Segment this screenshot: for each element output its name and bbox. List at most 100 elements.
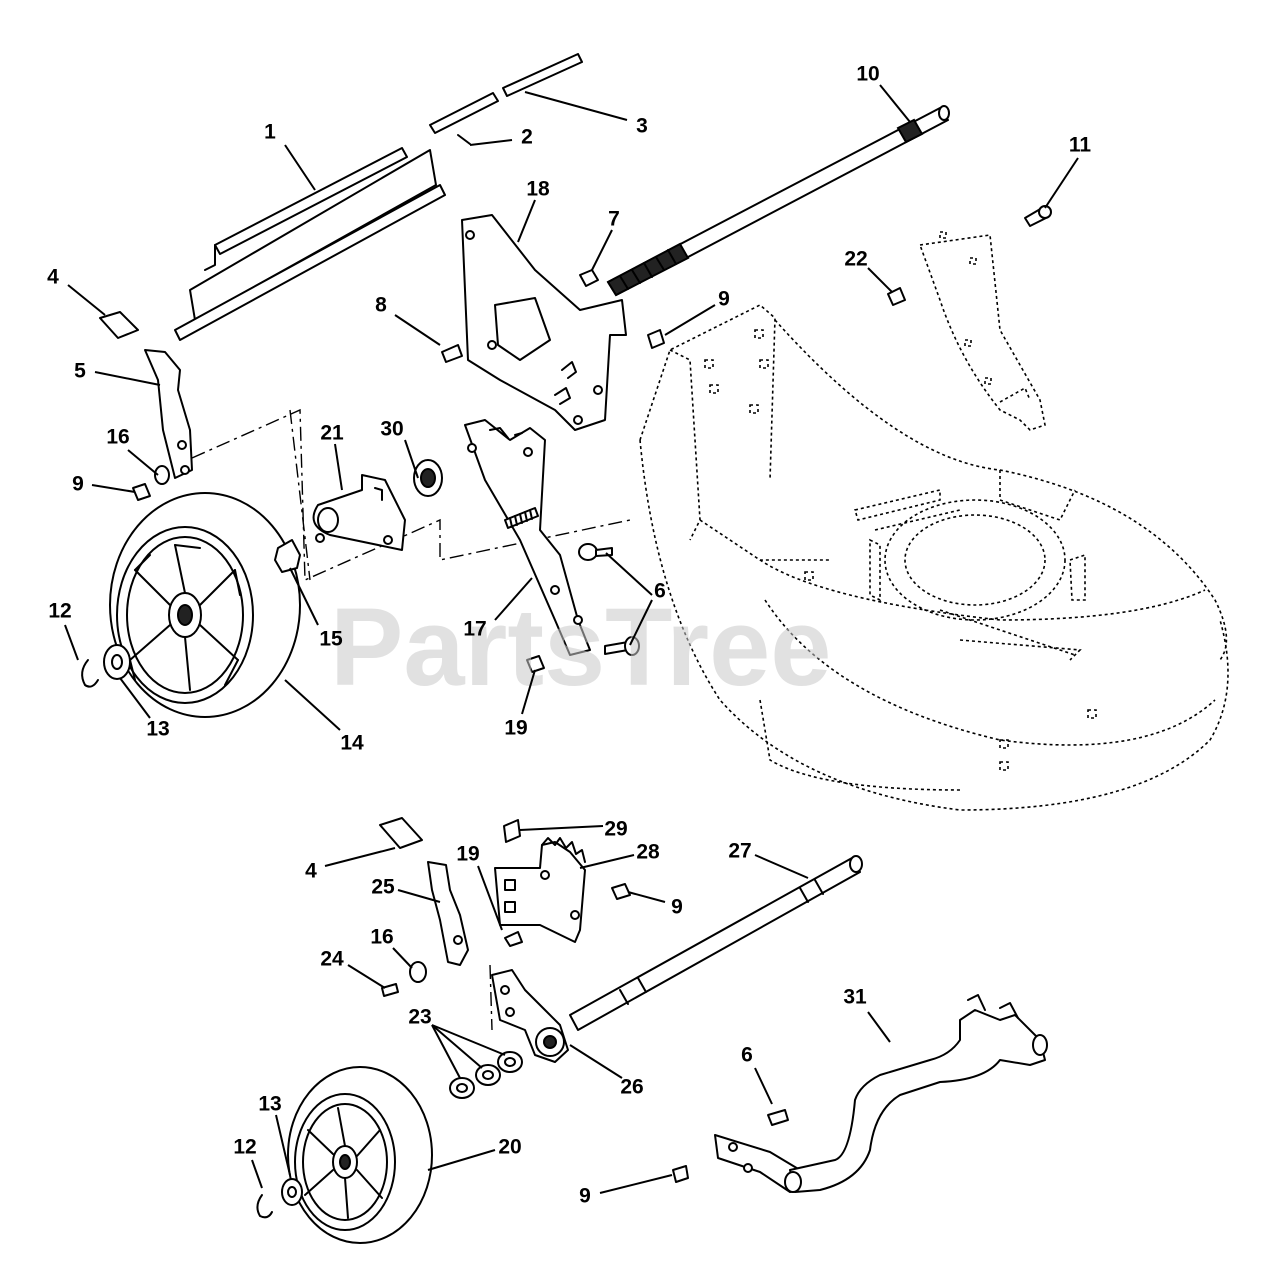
bolt-8 (441, 344, 463, 363)
leader-line (599, 1174, 673, 1194)
leader-line (67, 284, 106, 316)
callout-number: 4 (47, 266, 59, 289)
washer-16 (154, 465, 170, 485)
callout-number: 3 (636, 115, 648, 138)
leader-line (392, 947, 413, 969)
nut-9-upper (647, 329, 665, 349)
mower-deck (639, 304, 1229, 811)
bolt-6-lower (767, 1109, 789, 1126)
callout-number: 30 (380, 418, 403, 441)
nut-7 (579, 269, 599, 287)
bushing-15 (274, 539, 301, 573)
callout-number: 6 (741, 1044, 753, 1067)
callout-number: 17 (463, 618, 486, 641)
callout-number: 9 (72, 473, 84, 496)
callout-number: 12 (233, 1136, 256, 1159)
nut-9-left (132, 483, 151, 501)
pivot-bracket-26 (489, 964, 569, 1063)
pivot-arm (312, 459, 443, 551)
callout-number: 10 (856, 63, 879, 86)
leader-line (431, 1024, 506, 1056)
callout-number: 19 (504, 717, 527, 740)
callout-number: 11 (1069, 134, 1092, 157)
leader-line (251, 1159, 263, 1189)
callout-number: 16 (370, 926, 393, 949)
assembly-centerlines (191, 408, 631, 582)
callout-number: 9 (718, 288, 730, 311)
leader-line (324, 847, 396, 867)
rear-rod-assembly (174, 53, 583, 341)
leader-line (629, 599, 653, 646)
height-lever-bracket (464, 419, 591, 656)
leader-line (627, 891, 666, 903)
leader-line (91, 484, 136, 493)
callout-number: 20 (498, 1136, 521, 1159)
callout-number: 27 (728, 840, 751, 863)
bracket-5 (144, 349, 193, 479)
leader-line (664, 304, 716, 336)
watermark-text: PartsTree (330, 586, 831, 709)
leader-line (397, 889, 441, 903)
callout-number: 21 (320, 422, 344, 445)
callout-number: 9 (671, 896, 683, 919)
leader-line (521, 669, 536, 715)
leader-line (879, 84, 911, 123)
callout-number: 1 (264, 121, 276, 144)
leader-line (867, 1011, 891, 1043)
callout-number: 4 (305, 860, 317, 883)
leader-line (477, 865, 503, 931)
nut-9-bottom (672, 1165, 689, 1183)
height-adjust-plate (461, 214, 627, 431)
leader-line (334, 443, 343, 491)
callout-number: 15 (319, 628, 343, 651)
lower-hardware (379, 817, 631, 997)
front-left-hardware (99, 311, 193, 501)
bolt-29 (503, 819, 521, 843)
callout-number: 23 (408, 1006, 431, 1029)
leader-line (754, 854, 809, 879)
callout-number: 6 (654, 580, 666, 603)
callout-number: 29 (604, 818, 627, 841)
bracket-25 (427, 861, 469, 966)
callout-number: 31 (843, 986, 867, 1009)
leader-line (275, 1114, 291, 1176)
leader-line (427, 1149, 496, 1171)
leader-line (431, 1024, 461, 1079)
callout-number: 13 (258, 1093, 281, 1116)
leader-line (605, 552, 653, 596)
callout-number: 13 (146, 718, 169, 741)
callout-number: 28 (636, 841, 660, 864)
front-wheel-upper (81, 492, 301, 718)
leader-line (569, 1044, 623, 1079)
front-wheel-lower (256, 1066, 433, 1244)
washers-23 (449, 1051, 523, 1099)
callout-number: 9 (579, 1185, 591, 1208)
nut-19-lower (504, 931, 523, 947)
height-handle-31 (672, 994, 1048, 1193)
clip-12 (81, 659, 99, 688)
callout-number: 18 (526, 178, 550, 201)
leader-line (591, 229, 613, 271)
leader-line (394, 314, 441, 346)
leader-line (519, 825, 604, 831)
callout-number: 7 (608, 208, 620, 231)
callout-number: 14 (340, 732, 364, 755)
leader-line (347, 964, 386, 989)
leader-line (431, 1024, 483, 1069)
notched-plate-28 (494, 837, 586, 943)
nut-22 (887, 287, 906, 306)
callout-number: 12 (48, 600, 71, 623)
hardware-upper (441, 205, 1052, 363)
nut-9-lower (611, 883, 631, 900)
leader-line (127, 449, 159, 476)
front-axle-27 (569, 855, 863, 1031)
leader-line (579, 854, 635, 869)
spacer-4 (99, 311, 139, 339)
callout-number: 5 (74, 360, 86, 383)
callout-number: 25 (371, 876, 395, 899)
leader-line (404, 439, 419, 479)
callout-number: 2 (521, 126, 533, 149)
